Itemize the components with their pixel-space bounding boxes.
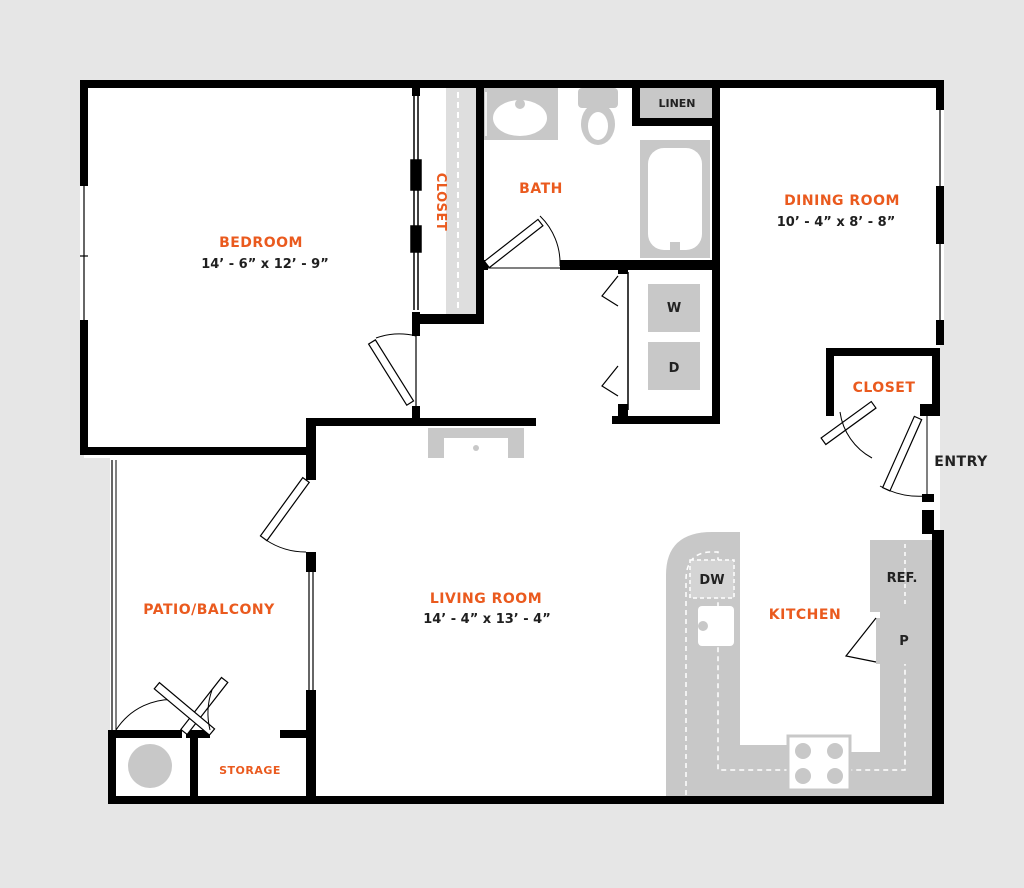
linen-shelf bbox=[640, 88, 712, 118]
storage-label: STORAGE bbox=[219, 764, 281, 777]
toilet-bowl-inner bbox=[588, 112, 608, 140]
entry-closet-label: CLOSET bbox=[853, 380, 916, 396]
linen-label: LINEN bbox=[658, 97, 695, 110]
washer-label: W bbox=[667, 301, 681, 316]
tub-drain bbox=[670, 242, 680, 250]
burner-icon bbox=[827, 768, 843, 784]
pantry bbox=[876, 618, 932, 664]
washer bbox=[648, 284, 700, 332]
refrigerator-label: REF. bbox=[887, 571, 918, 586]
doors bbox=[115, 215, 928, 736]
burner-icon bbox=[795, 768, 811, 784]
bedroom-dims: 14’ - 6” x 12’ - 9” bbox=[201, 257, 329, 272]
bedroom-closet-label: CLOSET bbox=[433, 173, 448, 232]
windows bbox=[80, 110, 944, 730]
dishwasher bbox=[689, 559, 735, 599]
kitchen-label: KITCHEN bbox=[769, 607, 841, 623]
upper-floor-area bbox=[84, 84, 940, 458]
bathtub-basin bbox=[648, 148, 702, 250]
entry-label: ENTRY bbox=[934, 454, 988, 470]
bath-sink-icon bbox=[493, 100, 547, 136]
bath-label: BATH bbox=[519, 181, 563, 197]
dryer bbox=[648, 342, 700, 390]
closet-sliding-doors bbox=[410, 96, 422, 310]
water-heater-icon bbox=[128, 744, 172, 788]
burner-icon bbox=[827, 743, 843, 759]
kitchen-sink-icon bbox=[698, 606, 734, 646]
burner-icon bbox=[795, 743, 811, 759]
refrigerator bbox=[870, 540, 932, 612]
living-room-label: LIVING ROOM bbox=[430, 591, 542, 607]
bedroom-label: BEDROOM bbox=[219, 235, 303, 251]
faucet-icon bbox=[515, 99, 525, 109]
range-cooktop bbox=[786, 734, 852, 792]
toilet-tank bbox=[578, 88, 618, 108]
niche-dot bbox=[473, 445, 479, 451]
dining-dims: 10’ - 4” x 8’ - 8” bbox=[777, 215, 896, 230]
patio-label: PATIO/BALCONY bbox=[143, 602, 275, 618]
dishwasher-label: DW bbox=[699, 573, 724, 588]
counter-edge-dashes bbox=[685, 551, 906, 795]
pantry-label: P bbox=[899, 634, 909, 649]
kitchen-faucet-icon bbox=[698, 621, 708, 631]
closet-shelf-area bbox=[446, 88, 476, 316]
living-room-dims: 14’ - 4” x 13’ - 4” bbox=[423, 612, 551, 627]
pantry-door bbox=[844, 617, 877, 663]
kitchen-counter bbox=[666, 532, 932, 800]
dining-label: DINING ROOM bbox=[784, 193, 900, 209]
dryer-label: D bbox=[669, 361, 680, 376]
